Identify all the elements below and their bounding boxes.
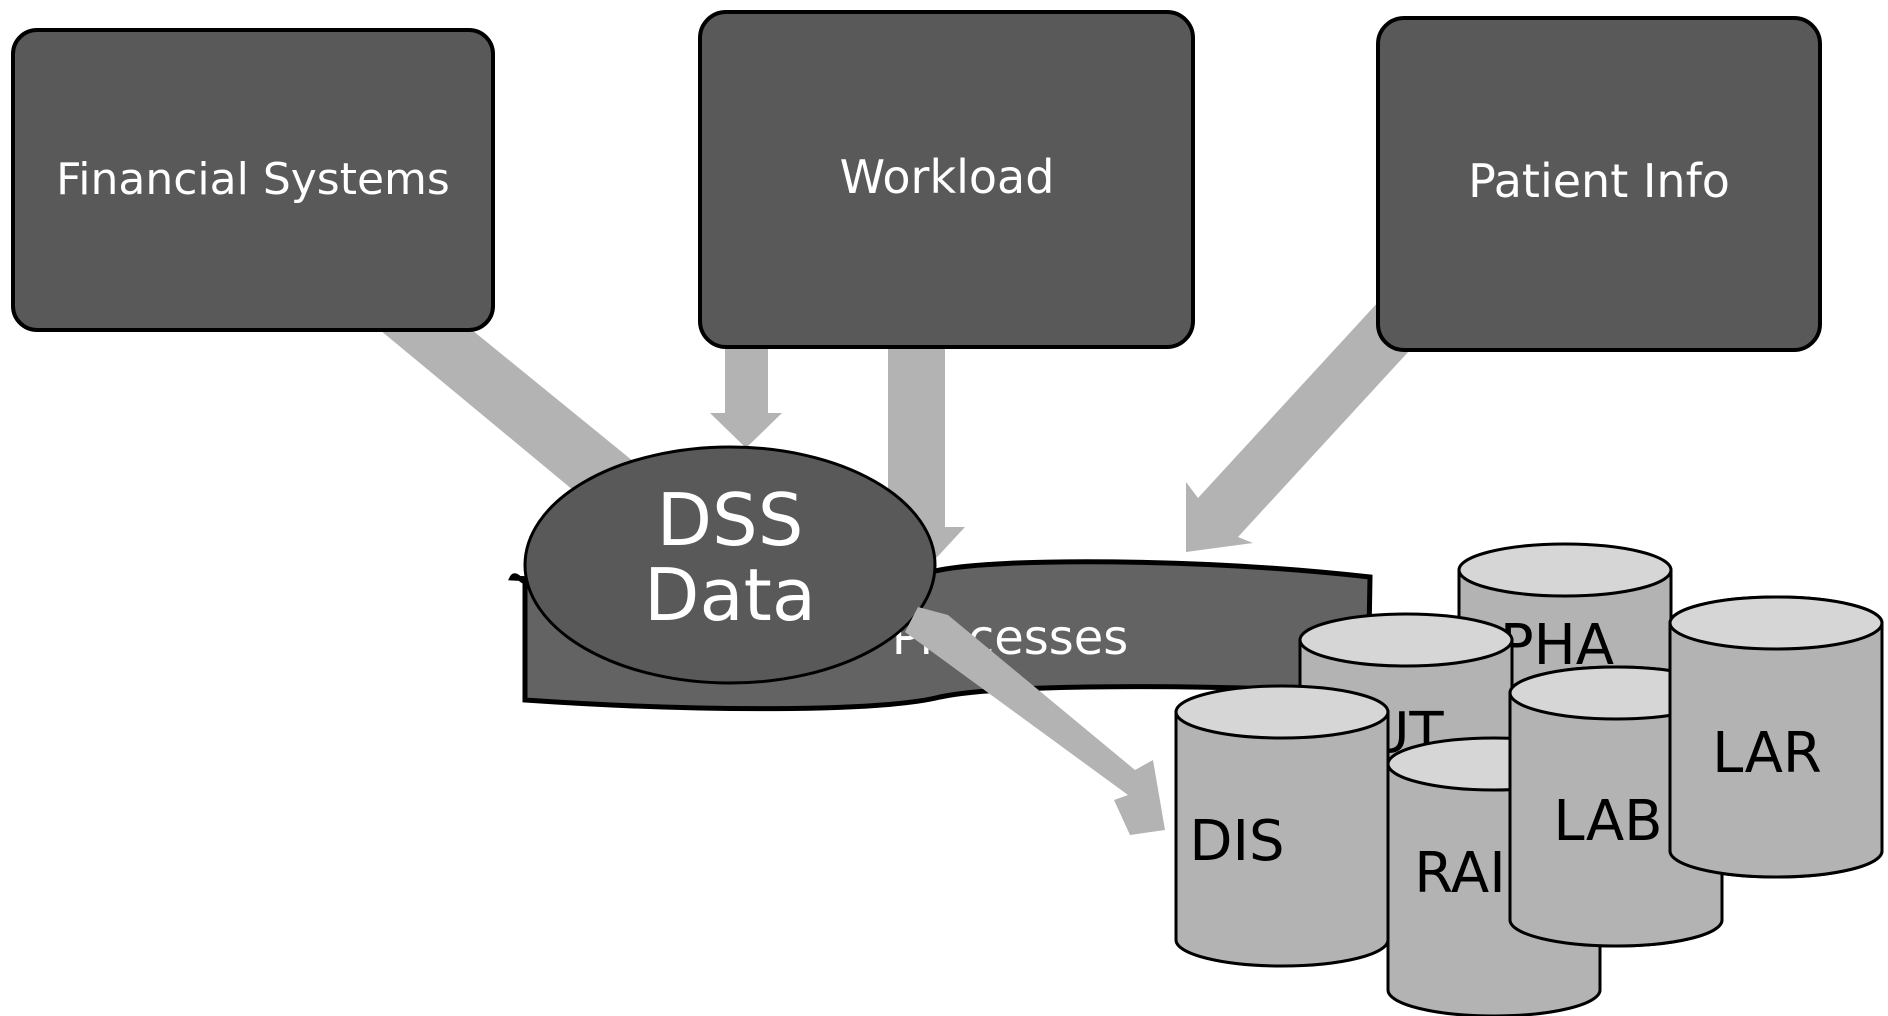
source-label-workload: Workload bbox=[840, 150, 1055, 204]
cylinder-lar-front: LAR bbox=[1668, 595, 1884, 879]
cylinder-dis: DIS bbox=[1174, 684, 1390, 968]
db-label-lab-front: LAB bbox=[1553, 789, 1662, 854]
dss-label-line1: DSS bbox=[657, 478, 804, 562]
dss-data-node: DSS Data bbox=[523, 445, 937, 685]
db-label-rai: RAI bbox=[1414, 841, 1505, 906]
arrow-dss-to-databases bbox=[905, 607, 1165, 835]
source-box-financial-systems: Financial Systems bbox=[11, 28, 495, 332]
source-label-financial: Financial Systems bbox=[56, 154, 450, 205]
source-box-patient-info: Patient Info bbox=[1376, 16, 1822, 352]
arrow-financial-to-dss bbox=[380, 330, 660, 500]
source-label-patient: Patient Info bbox=[1468, 154, 1730, 208]
source-box-workload: Workload bbox=[698, 10, 1195, 349]
arrow-patient-to-processes bbox=[1186, 300, 1410, 552]
dss-label-line2: Data bbox=[644, 553, 816, 637]
arrows bbox=[380, 300, 1410, 568]
database-cylinders: PHA OUT LAR DIS LAB bbox=[1174, 542, 1884, 1016]
db-label-lar-front: LAR bbox=[1712, 721, 1822, 786]
db-label-dis: DIS bbox=[1189, 809, 1284, 874]
arrow-workload-to-dss bbox=[710, 345, 782, 448]
